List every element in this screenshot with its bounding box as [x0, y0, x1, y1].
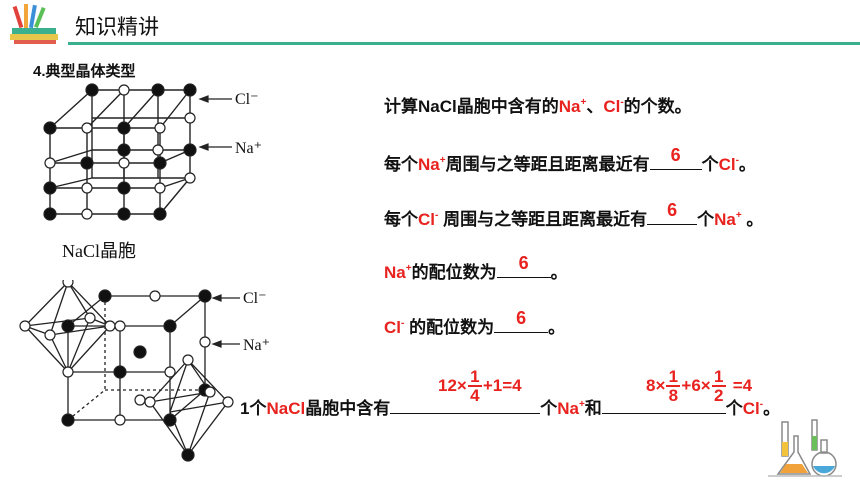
nacl-cell-diagram [43, 83, 232, 221]
answer-blank [601, 395, 726, 414]
answer-blank: 6 [494, 308, 549, 333]
diagram2-label-cl: Cl⁻ [243, 290, 267, 307]
answer-blank: 6 [649, 145, 702, 170]
header-underline [68, 42, 860, 45]
lab-glassware-icon [768, 419, 842, 477]
answer-blank: 6 [496, 253, 551, 278]
diagram1-label-cl: Cl⁻ [235, 91, 259, 108]
header-title: 知识精讲 [75, 16, 159, 39]
section-heading: 4.典型晶体类型 [33, 63, 136, 80]
diagram1-label-na: Na⁺ [235, 140, 263, 157]
question-6: 1个NaCl晶胞中含有个Na+和个Cl-。 [240, 394, 780, 419]
books-pencils-icon [10, 4, 58, 44]
question-1: 计算NaCl晶胞中含有的Na+、Cl-的个数。 [384, 97, 692, 116]
answer-blank: 6 [647, 200, 698, 225]
nacl-octahedra-diagram [19, 280, 240, 462]
header-bar: 知识精讲 [0, 0, 860, 50]
diagram1-caption: NaCl晶胞 [62, 241, 136, 261]
diagram2-label-na: Na⁺ [243, 337, 271, 354]
answer-blank [390, 395, 541, 414]
